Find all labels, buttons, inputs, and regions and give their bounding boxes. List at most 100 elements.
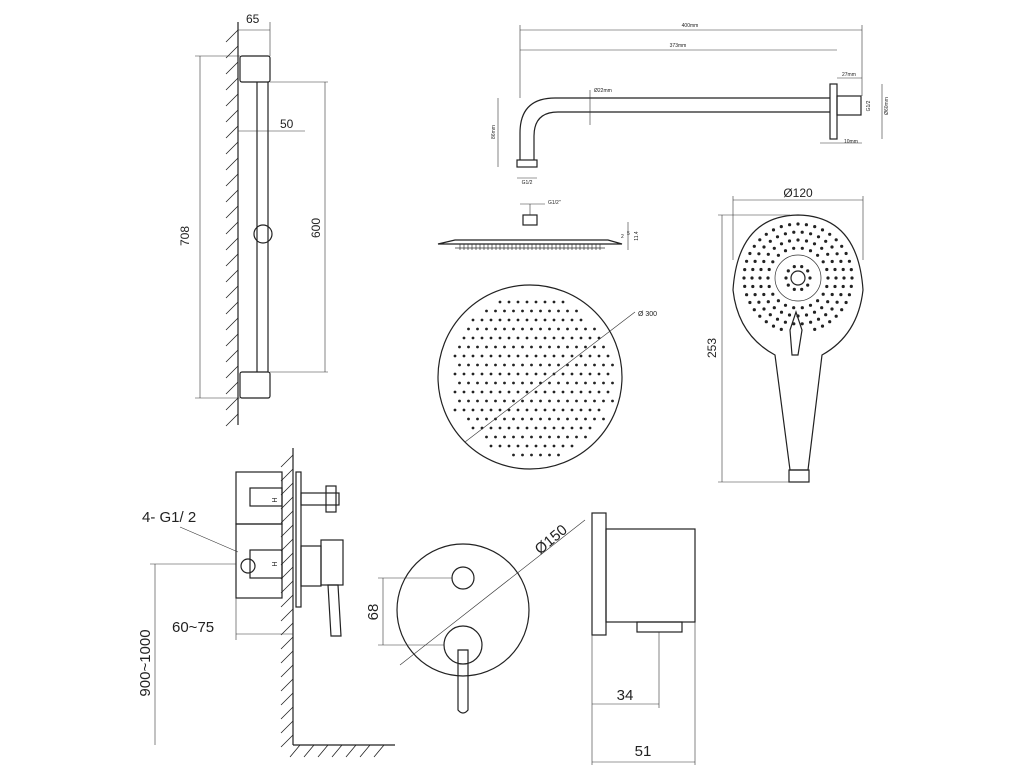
rain-nozzle xyxy=(530,327,533,331)
hand-nozzle xyxy=(816,253,820,257)
rain-nozzle xyxy=(602,363,605,367)
hand-nozzle xyxy=(762,307,766,311)
rain-nozzle xyxy=(494,435,497,439)
rain-nozzle xyxy=(539,399,542,403)
rain-nozzle xyxy=(543,336,547,340)
rain-nozzle xyxy=(543,318,547,322)
rain-nozzle xyxy=(485,327,488,331)
hatch-stroke xyxy=(280,580,294,594)
hand-nozzle xyxy=(775,317,780,321)
rain-nozzle xyxy=(534,372,538,376)
rain-nozzle xyxy=(575,327,578,331)
dim-150-label: Ø150 xyxy=(532,521,571,558)
hand-nozzle xyxy=(847,293,852,297)
rain-nozzle xyxy=(579,354,583,358)
rain-nozzle xyxy=(593,417,596,421)
rain-nozzle xyxy=(476,363,479,367)
hand-nozzle xyxy=(779,327,783,331)
rain-nozzle xyxy=(458,399,461,403)
dim-300-line xyxy=(464,311,636,443)
hand-nozzle xyxy=(842,276,846,280)
rain-nozzle xyxy=(557,381,560,385)
rain-nozzle xyxy=(530,363,533,367)
head-connector xyxy=(522,214,538,226)
head-nozzles-profile xyxy=(459,244,601,250)
rain-nozzle xyxy=(557,327,560,331)
hand-nozzle xyxy=(752,308,756,312)
rain-nozzle xyxy=(597,372,601,376)
hand-nozzle xyxy=(792,265,796,269)
rain-nozzle xyxy=(476,327,479,331)
hand-nozzle xyxy=(762,292,766,297)
hand-nozzle xyxy=(804,223,809,227)
hand-nozzle xyxy=(776,299,781,303)
rain-nozzle xyxy=(476,345,479,349)
rain-nozzle xyxy=(471,354,475,358)
hand-nozzle xyxy=(849,284,853,288)
rain-head-profile: G1/2" 2 5 11.4 xyxy=(437,200,640,250)
rain-nozzle xyxy=(534,390,538,394)
hand-nozzle xyxy=(766,276,770,280)
hand-nozzle xyxy=(758,238,762,242)
hatch-stroke xyxy=(280,608,294,622)
hand-nozzle xyxy=(826,252,830,256)
rain-nozzle xyxy=(561,426,565,430)
wall-hatch xyxy=(225,29,239,427)
hand-nozzle xyxy=(783,320,788,324)
hand-shower-center-ring xyxy=(774,254,822,302)
rain-nozzle xyxy=(503,417,506,421)
rain-nozzle xyxy=(584,399,587,403)
hatch-stroke xyxy=(225,349,239,363)
rain-nozzle xyxy=(584,417,587,421)
hand-nozzle xyxy=(753,293,757,297)
mixer-hub-front xyxy=(443,625,483,665)
hand-nozzle xyxy=(800,322,804,326)
hand-nozzle xyxy=(820,324,825,328)
rain-nozzle xyxy=(570,408,574,412)
rain-nozzle xyxy=(534,354,538,358)
rain-nozzle xyxy=(543,444,547,448)
hatch-stroke xyxy=(280,482,294,496)
hand-nozzle xyxy=(826,276,830,280)
rain-nozzle xyxy=(462,372,466,376)
dim-height-label: 900~1000 xyxy=(137,629,154,696)
rain-nozzle xyxy=(458,363,461,367)
rain-nozzle xyxy=(557,345,560,349)
hand-nozzle xyxy=(804,239,809,243)
mixer-lever-front xyxy=(457,649,469,714)
rain-nozzle xyxy=(543,300,547,304)
hand-nozzle xyxy=(751,284,755,289)
rain-nozzle xyxy=(476,417,479,421)
valve-mark-hot-2: H xyxy=(270,561,277,566)
hand-nozzle xyxy=(833,284,837,289)
rain-nozzle xyxy=(561,408,565,412)
rain-nozzle xyxy=(453,354,457,358)
rain-nozzle xyxy=(548,453,551,457)
rain-nozzle xyxy=(593,381,596,385)
valve-upper-port xyxy=(249,487,283,507)
rain-nozzle xyxy=(516,336,520,340)
hand-nozzle xyxy=(757,300,761,304)
hatch-stroke xyxy=(280,706,294,720)
rain-nozzle xyxy=(512,399,515,403)
rain-nozzle xyxy=(534,426,538,430)
rain-nozzle xyxy=(458,345,461,349)
hand-nozzle xyxy=(762,259,766,264)
rain-nozzle xyxy=(548,399,551,403)
rain-nozzle xyxy=(507,372,511,376)
valve-cover-plate xyxy=(295,471,302,608)
rain-nozzle xyxy=(548,309,551,313)
slide-rail-view: 65 50 708 600 xyxy=(178,12,328,427)
hand-nozzle xyxy=(821,292,825,296)
outlet-nozzle xyxy=(636,621,683,633)
dim-400-label: 400mm xyxy=(682,23,699,29)
rain-nozzle xyxy=(566,381,569,385)
rain-nozzle xyxy=(462,390,466,394)
hatch-stroke xyxy=(225,253,239,267)
hand-nozzle xyxy=(800,265,804,269)
dim-120-label: Ø120 xyxy=(783,186,813,200)
hand-nozzle xyxy=(786,269,790,273)
rain-nozzle xyxy=(512,345,515,349)
rain-nozzle xyxy=(534,318,538,322)
rain-nozzle xyxy=(525,354,529,358)
